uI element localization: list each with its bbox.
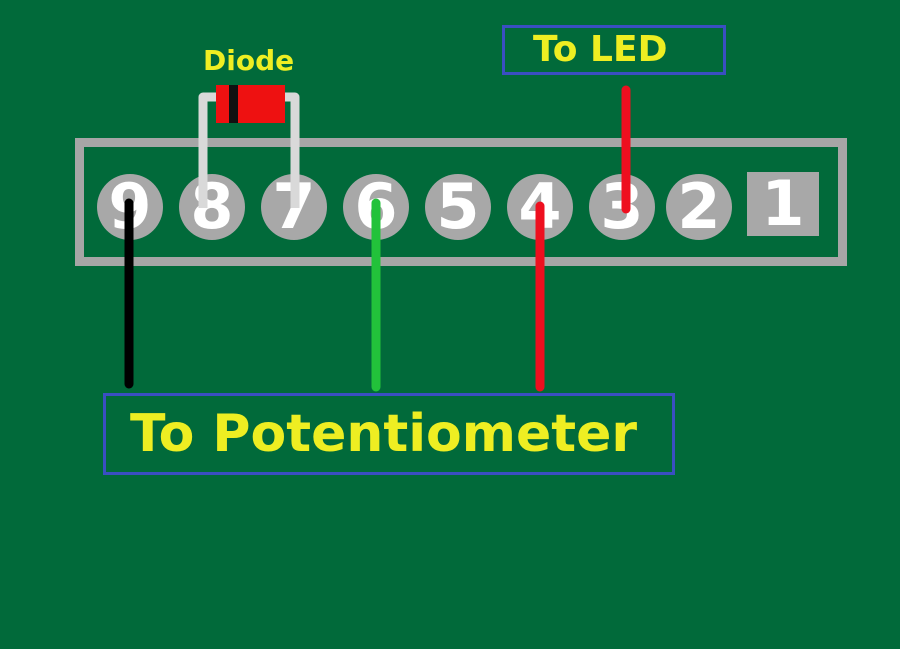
- pin-8: 8: [179, 174, 245, 240]
- pin-5: 5: [425, 174, 491, 240]
- diode-body: [216, 85, 285, 123]
- diode-label: Diode: [203, 44, 295, 77]
- led-label: To LED: [502, 25, 726, 75]
- pin-1: 1: [747, 172, 819, 236]
- pin-3: 3: [589, 174, 655, 240]
- diode-cathode-band: [229, 85, 238, 123]
- connector-housing: [75, 138, 847, 266]
- pin-6: 6: [343, 174, 409, 240]
- pin-9: 9: [97, 174, 163, 240]
- pin-4: 4: [507, 174, 573, 240]
- pin-2: 2: [666, 174, 732, 240]
- potentiometer-label: To Potentiometer: [103, 393, 675, 475]
- pin-7: 7: [261, 174, 327, 240]
